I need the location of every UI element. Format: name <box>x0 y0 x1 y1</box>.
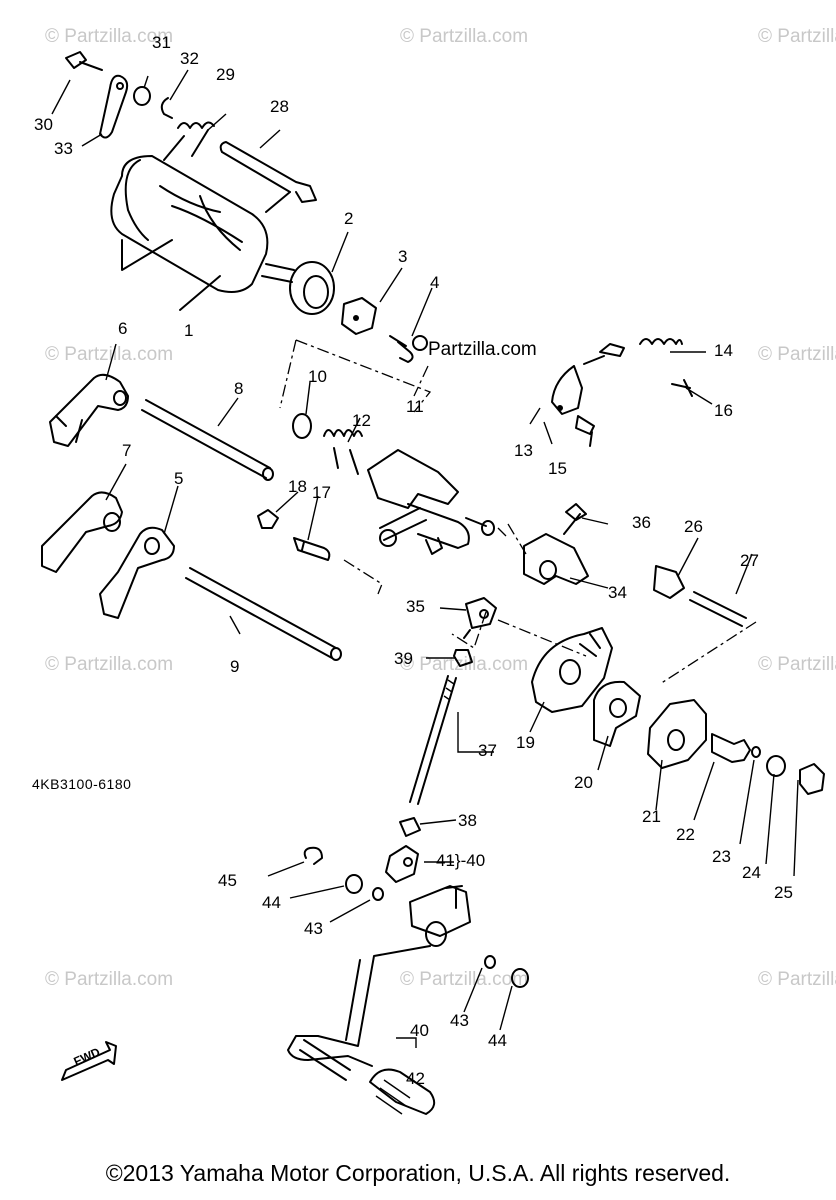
watermark: © Partzilla.com <box>45 344 173 365</box>
shift-shaft-group <box>257 338 747 883</box>
callout-7: 7 <box>122 441 131 460</box>
diagram-code: 4KB3100-6180 <box>32 776 132 792</box>
callout-44: 44 <box>262 893 281 912</box>
callout-3: 3 <box>398 247 407 266</box>
callout-1: 1 <box>184 321 193 340</box>
callout-44: 44 <box>488 1031 507 1050</box>
brand-mark: Partzilla.com <box>428 339 537 360</box>
brand-bullet <box>412 335 428 351</box>
callout-5: 5 <box>174 469 183 488</box>
callout-38: 38 <box>458 811 477 830</box>
callout-26: 26 <box>684 517 703 536</box>
callout-34: 34 <box>608 583 627 602</box>
callout-18: 18 <box>288 477 307 496</box>
callouts: 1 2 3 4 5 6 7 8 9 10 11 12 13 14 15 16 1… <box>34 33 793 1088</box>
watermark: © Partzilla.com <box>400 26 528 47</box>
shift-cam-group <box>531 621 825 795</box>
shift-drum-group <box>65 51 414 363</box>
callout-21: 21 <box>642 807 661 826</box>
callout-13: 13 <box>514 441 533 460</box>
callout-9: 9 <box>230 657 239 676</box>
watermarks: © Partzilla.com © Partzilla.com © Partzi… <box>45 26 836 990</box>
callout-4: 4 <box>430 273 439 292</box>
callout-35: 35 <box>406 597 425 616</box>
watermark: © Partzilla.com <box>45 26 173 47</box>
callout-25: 25 <box>774 883 793 902</box>
callout-36: 36 <box>632 513 651 532</box>
callout-22: 22 <box>676 825 695 844</box>
callout-37: 37 <box>478 741 497 760</box>
callout-15: 15 <box>548 459 567 478</box>
watermark: © Partzilla.com <box>758 654 836 675</box>
callout-43: 43 <box>304 919 323 938</box>
callout-30: 30 <box>34 115 53 134</box>
callout-42: 42 <box>406 1069 425 1088</box>
callout-41-40: 41}-40 <box>436 851 485 870</box>
shift-forks-group <box>41 373 342 661</box>
copyright-notice: ©2013 Yamaha Motor Corporation, U.S.A. A… <box>105 1160 731 1186</box>
callout-39: 39 <box>394 649 413 668</box>
callout-24: 24 <box>742 863 761 882</box>
watermark: © Partzilla.com <box>758 344 836 365</box>
watermark: © Partzilla.com <box>758 969 836 990</box>
callout-12: 12 <box>352 411 371 430</box>
callout-8: 8 <box>234 379 243 398</box>
callout-10: 10 <box>308 367 327 386</box>
callout-23: 23 <box>712 847 731 866</box>
callout-11: 11 <box>406 397 424 416</box>
callout-20: 20 <box>574 773 593 792</box>
callout-14: 14 <box>714 341 733 360</box>
callout-28: 28 <box>270 97 289 116</box>
fwd-arrow: FWD <box>61 1041 117 1081</box>
watermark: © Partzilla.com <box>758 26 836 47</box>
watermark: © Partzilla.com <box>45 654 173 675</box>
callout-6: 6 <box>118 319 127 338</box>
callout-16: 16 <box>714 401 733 420</box>
leader-lines <box>51 69 799 1031</box>
callout-45: 45 <box>218 871 237 890</box>
watermark: © Partzilla.com <box>400 969 528 990</box>
callout-31: 31 <box>152 33 171 52</box>
callout-17: 17 <box>312 483 331 502</box>
callout-43: 43 <box>450 1011 469 1030</box>
callout-32: 32 <box>180 49 199 68</box>
shift-pedal-group <box>287 846 529 1115</box>
callout-27: 27 <box>740 551 759 570</box>
callout-40: 40 <box>410 1021 429 1040</box>
callout-19: 19 <box>516 733 535 752</box>
callout-29: 29 <box>216 65 235 84</box>
watermark: © Partzilla.com <box>45 969 173 990</box>
callout-2: 2 <box>344 209 353 228</box>
callout-33: 33 <box>54 139 73 158</box>
